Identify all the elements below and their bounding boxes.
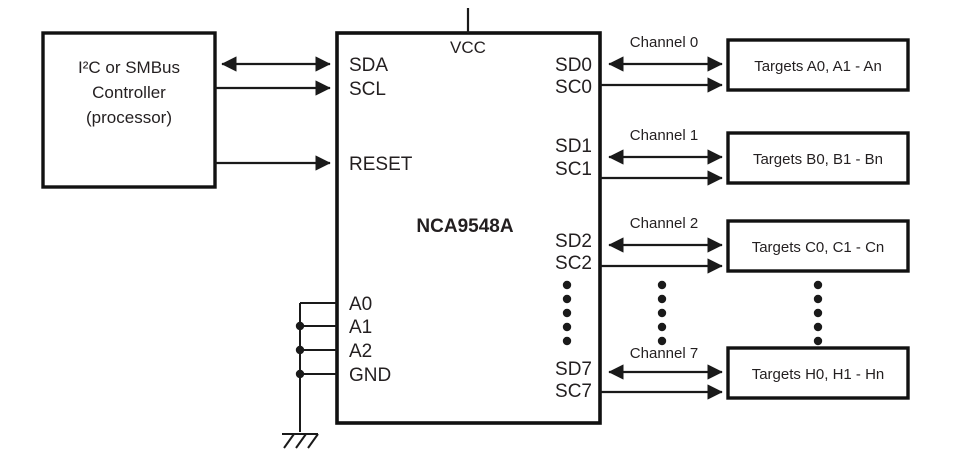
pin-label-sd0: SD0 [555,55,592,76]
channel-0-group: Channel 0 Targets A0, A1 - An [600,34,910,93]
pin-label-sd7: SD7 [555,359,592,380]
controller-to-chip-wires [215,56,331,171]
ellipsis-dots-target-column [813,280,823,346]
channel-0-label: Channel 0 [630,34,698,51]
nca9548a-chip: VCC SDA SCL RESET NCA9548A A0 A1 A2 GND … [335,8,602,425]
pin-label-sc0: SC0 [555,77,592,98]
controller-box [41,31,217,189]
address-ground-bus [282,302,337,449]
ellipsis-dots-chip-column [562,280,572,346]
channel-2-label: Channel 2 [630,215,698,232]
controller-block: I²C or SMBus Controller (processor) [41,31,217,189]
controller-label-line-2: Controller [92,83,166,102]
pin-label-sc1: SC1 [555,159,592,180]
ellipsis-dots-channel-column [657,280,667,346]
pin-label-reset: RESET [349,154,413,175]
ground-symbol [282,433,319,449]
target-box-2 [726,219,910,273]
chip-part-number-label: NCA9548A [416,216,513,237]
target-box-7 [726,346,910,400]
pin-label-gnd: GND [349,365,391,386]
target-box-1 [726,131,910,185]
channel-2-group: Channel 2 Targets C0, C1 - Cn [600,215,910,274]
pin-label-sc7: SC7 [555,381,592,402]
pin-label-a2: A2 [349,341,372,362]
target-1-label: Targets B0, B1 - Bn [753,151,883,168]
channel-7-label: Channel 7 [630,345,698,362]
pin-label-sd2: SD2 [555,231,592,252]
pin-label-a1: A1 [349,317,372,338]
junction-a1 [295,321,305,331]
target-0-label: Targets A0, A1 - An [754,58,882,75]
junction-a2 [295,345,305,355]
target-7-label: Targets H0, H1 - Hn [752,366,885,383]
pin-label-scl: SCL [349,79,386,100]
controller-label-line-3: (processor) [86,108,172,127]
vcc-pin-label: VCC [450,38,486,57]
channel-7-group: Channel 7 Targets H0, H1 - Hn [600,345,910,400]
channel-1-group: Channel 1 Targets B0, B1 - Bn [600,127,910,186]
target-2-label: Targets C0, C1 - Cn [752,239,885,256]
channel-1-label: Channel 1 [630,127,698,144]
pin-label-sda: SDA [349,55,388,76]
pin-label-sc2: SC2 [555,253,592,274]
controller-label-line-1: I²C or SMBus [78,58,180,77]
junction-gnd [295,369,305,379]
pin-label-a0: A0 [349,294,372,315]
target-box-0 [726,38,910,92]
pin-label-sd1: SD1 [555,136,592,157]
